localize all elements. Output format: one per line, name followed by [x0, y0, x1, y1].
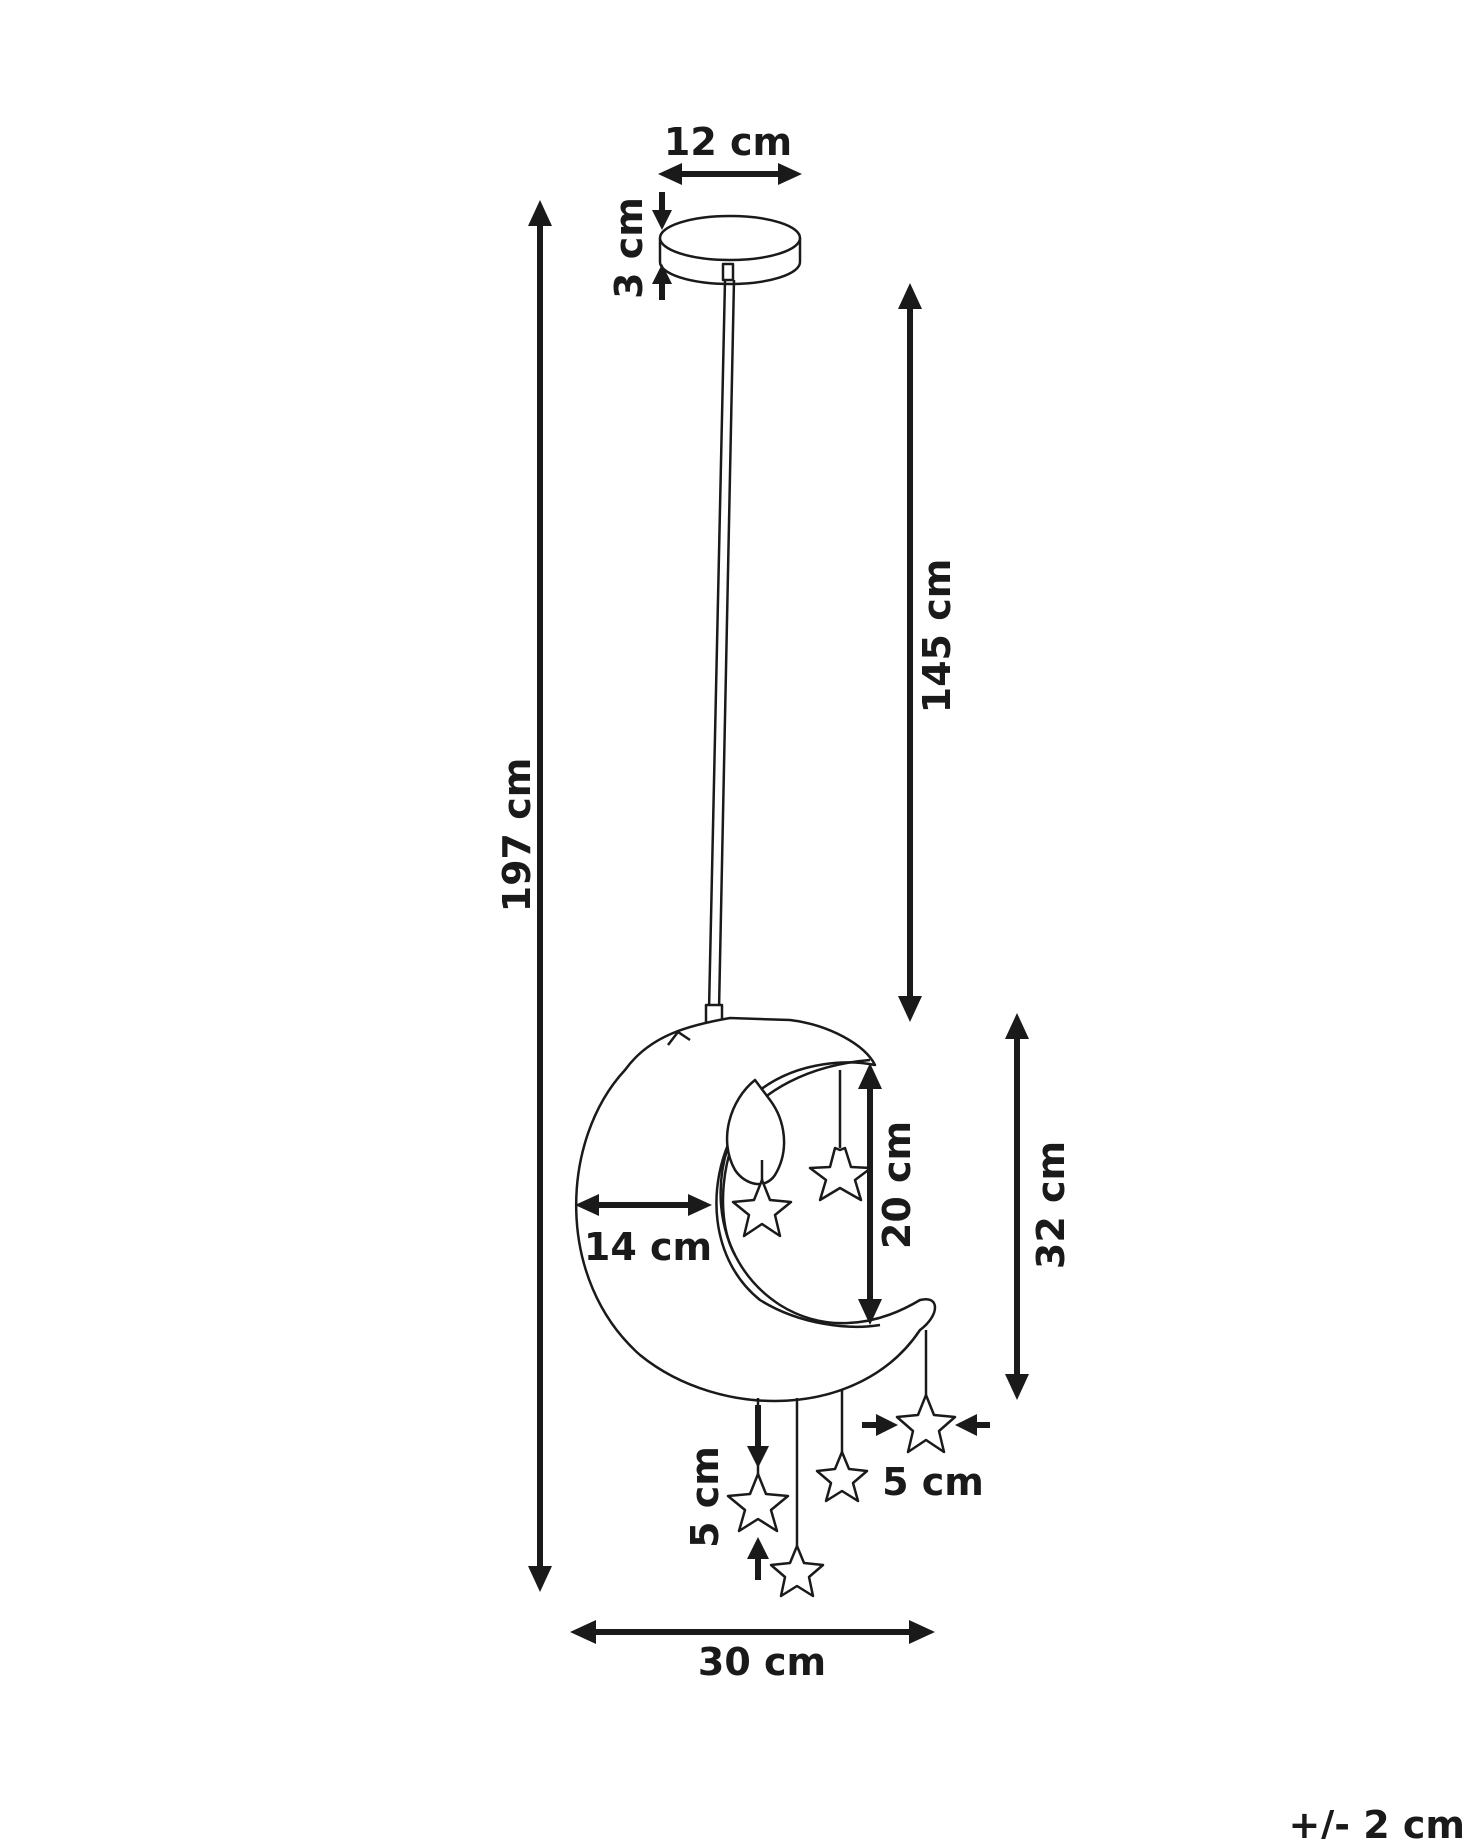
tolerance-note: +/- 2 cm — [1288, 1803, 1465, 1839]
label-moon-depth: 14 cm — [584, 1225, 712, 1269]
label-total-width: 30 cm — [698, 1640, 826, 1684]
label-canopy-width: 12 cm — [664, 120, 792, 164]
star-icon — [769, 1544, 825, 1598]
ceiling-canopy — [658, 214, 802, 286]
label-star-height: 5 cm — [683, 1446, 727, 1548]
dimension-moon-depth: 14 cm — [575, 1194, 712, 1269]
dimension-canopy-height: 3 cm — [607, 192, 672, 300]
dimension-star-width: 5 cm — [862, 1414, 990, 1504]
hanging-stars — [726, 1070, 957, 1598]
moon-shade — [574, 1016, 937, 1403]
label-cable-length: 145 cm — [915, 559, 959, 714]
star-icon — [726, 1472, 790, 1533]
star-icon — [808, 1146, 873, 1202]
dimension-total-height: 197 cm — [495, 200, 552, 1592]
dimension-moon-height: 32 cm — [1005, 1013, 1073, 1400]
label-canopy-height: 3 cm — [607, 197, 651, 299]
label-star-width: 5 cm — [882, 1460, 984, 1504]
dimension-total-width: 30 cm — [570, 1620, 935, 1684]
label-total-height: 197 cm — [495, 758, 539, 913]
dimension-canopy-width: 12 cm — [658, 120, 802, 185]
label-moon-height: 32 cm — [1029, 1141, 1073, 1269]
star-icon — [895, 1393, 957, 1454]
label-inner-height: 20 cm — [875, 1121, 919, 1249]
star-icon — [815, 1450, 869, 1503]
dimension-inner-height: 20 cm — [858, 1063, 919, 1325]
star-icon — [731, 1178, 793, 1238]
dimension-cable-length: 145 cm — [898, 283, 959, 1022]
suspension-cable — [704, 279, 736, 1029]
dimension-star-height: 5 cm — [683, 1405, 769, 1580]
